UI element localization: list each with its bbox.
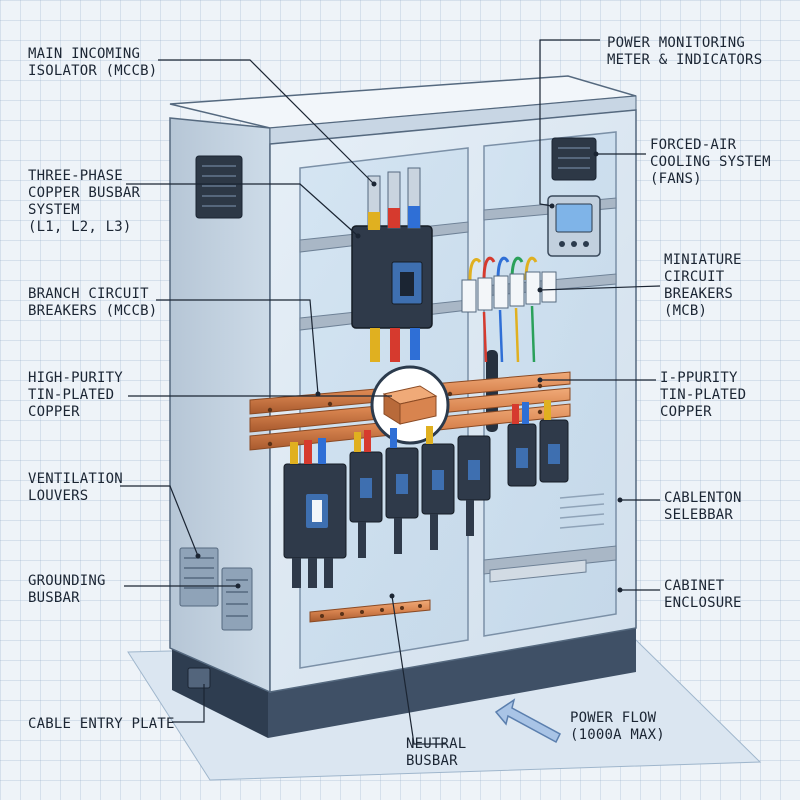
branch-breaker-row	[283, 419, 569, 559]
main-isolator-toggle	[400, 272, 414, 296]
label-cable-entry-plate: CABLE ENTRY PLATE	[28, 716, 175, 732]
mcb-down-wires	[482, 305, 536, 363]
power-flow-arrow-icon	[494, 698, 561, 744]
side-louvers	[179, 547, 253, 631]
plinth-front	[268, 628, 636, 738]
door-louvers	[559, 493, 605, 529]
neutral-busbar-right	[489, 559, 587, 583]
leader-lines	[120, 39, 661, 745]
cable-entry-plate	[187, 667, 211, 689]
grounding-busbar	[309, 599, 431, 623]
branch-lugs	[290, 400, 551, 464]
mcb-row	[461, 271, 557, 313]
side-fan-grille	[202, 165, 236, 207]
outgoing-cables	[292, 500, 474, 588]
power-meter-screen	[555, 203, 593, 233]
label-power-flow: POWER FLOW(1000A MAX)	[570, 710, 665, 743]
incoming-phase-bars	[367, 167, 421, 230]
mcb-wires	[468, 256, 538, 281]
isolator-down-links	[370, 328, 420, 362]
